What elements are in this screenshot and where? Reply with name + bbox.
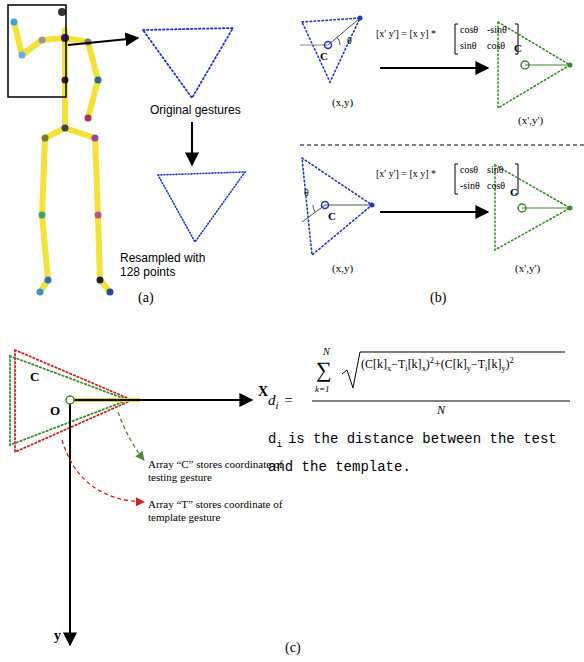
rotation-formula: [x' y'] = [x y] * bbox=[376, 168, 436, 180]
matrix-entry: -sinθ bbox=[460, 180, 480, 192]
coordinate-label: (x',y') bbox=[515, 262, 540, 275]
start-point bbox=[568, 206, 573, 211]
centroid-line bbox=[325, 205, 372, 206]
matrix-entry: sinθ bbox=[460, 40, 476, 52]
arrow bbox=[191, 122, 193, 165]
leader bbox=[62, 440, 144, 502]
rotated-gesture bbox=[498, 22, 570, 108]
matrix-bracket bbox=[455, 164, 518, 194]
sum-limit: N bbox=[323, 346, 330, 358]
description-text: d bbox=[268, 431, 276, 447]
matrix-entry: cosθ bbox=[460, 24, 478, 36]
centroid bbox=[518, 204, 526, 212]
arrow bbox=[68, 38, 138, 45]
formula-subscript: x bbox=[422, 364, 426, 373]
formula-term: +(C[k] bbox=[434, 357, 467, 371]
array-note: Array “T” stores coordinate of template … bbox=[148, 498, 298, 523]
coordinate-label: (x',y') bbox=[518, 114, 543, 127]
sum-sign: ∑ bbox=[316, 357, 332, 382]
gesture bbox=[302, 18, 360, 82]
centroid-line bbox=[522, 207, 570, 208]
centroid bbox=[325, 42, 332, 49]
array-note: Array “C” stores coordinate of testing g… bbox=[148, 458, 298, 483]
start-point bbox=[358, 16, 363, 21]
formula-subscript: x bbox=[387, 364, 391, 373]
formula-term: −T bbox=[471, 357, 485, 371]
leader bbox=[118, 412, 144, 460]
angle-label: θ bbox=[347, 35, 352, 47]
original-gesture bbox=[143, 28, 233, 98]
arrow bbox=[380, 67, 488, 69]
gesture-caption: Resampled with 128 points bbox=[120, 252, 220, 280]
start-point bbox=[370, 203, 375, 208]
panel-label: (a) bbox=[138, 290, 154, 306]
formula-group: (C[k]x−Ti[k]x)2+(C[k]y−Ti[k]y)2 bbox=[361, 356, 514, 374]
centroid-label: C bbox=[510, 186, 518, 199]
centroid-label: C bbox=[328, 210, 336, 223]
coordinate-label: (x,y) bbox=[332, 262, 353, 275]
matrix-entry: cosθ bbox=[460, 164, 478, 176]
centroid-label: C bbox=[514, 42, 522, 55]
arrow bbox=[380, 211, 488, 213]
angle-line bbox=[302, 205, 325, 222]
angle-arc bbox=[313, 205, 315, 212]
angle-label: θ bbox=[304, 187, 309, 199]
x-axis bbox=[70, 399, 252, 401]
matrix-entry: cosθ bbox=[487, 40, 505, 52]
formula-subscript: i bbox=[485, 364, 487, 373]
centroid-line bbox=[328, 18, 360, 45]
formula-denominator: N bbox=[437, 404, 445, 418]
formula-term: [k] bbox=[487, 357, 501, 371]
formula-term: ) bbox=[506, 357, 510, 371]
separator bbox=[300, 145, 584, 146]
centroid-line bbox=[525, 64, 570, 65]
panel-label: (c) bbox=[285, 640, 301, 656]
centroid bbox=[322, 202, 329, 209]
axis-label: X bbox=[258, 384, 268, 400]
matrix-entry: sinθ bbox=[487, 164, 503, 176]
origin bbox=[66, 396, 74, 404]
formula-subscript: i bbox=[405, 364, 407, 373]
radical-sign bbox=[342, 352, 565, 388]
formula-symbol: = bbox=[284, 392, 292, 408]
centroid-label: C bbox=[30, 370, 39, 385]
coordinate-label: (x,y) bbox=[332, 96, 353, 109]
centroid bbox=[521, 61, 529, 69]
axis-label: y bbox=[54, 628, 61, 644]
formula-exponent: 2 bbox=[430, 356, 434, 365]
panel-label: (b) bbox=[430, 290, 446, 306]
hand-box bbox=[8, 5, 66, 97]
formula-subscript: i bbox=[276, 400, 279, 411]
start-point bbox=[568, 63, 573, 68]
formula-group: di = bbox=[268, 391, 293, 413]
rotation-formula: [x' y'] = [x y] * bbox=[376, 28, 436, 40]
description-text: i bbox=[276, 439, 282, 450]
formula-symbol: d bbox=[268, 392, 276, 408]
matrix-entry: cosθ bbox=[487, 180, 505, 192]
rotated-gesture bbox=[495, 165, 570, 250]
centroid-label: C bbox=[320, 50, 328, 63]
skeleton bbox=[14, 22, 110, 292]
gesture bbox=[302, 158, 372, 255]
sum-limit: k=1 bbox=[315, 384, 330, 394]
formula-subscript: y bbox=[501, 364, 505, 373]
formula-exponent: 2 bbox=[510, 356, 514, 365]
formula-term: −T bbox=[391, 357, 405, 371]
resampled-gesture bbox=[158, 172, 245, 242]
angle-arc bbox=[337, 37, 340, 45]
formula-term: ) bbox=[426, 357, 430, 371]
y-axis bbox=[69, 400, 71, 645]
formula-term: (C[k] bbox=[361, 357, 387, 371]
skeleton-joints bbox=[11, 8, 114, 296]
origin-label: O bbox=[50, 404, 60, 419]
matrix-entry: -sinθ bbox=[487, 24, 507, 36]
fraction-bar bbox=[312, 401, 570, 402]
formula-group: diis the distance between the test and t… bbox=[268, 428, 573, 478]
description-text: is the distance between the test and the… bbox=[268, 431, 557, 475]
gesture-caption: Original gestures bbox=[150, 104, 241, 118]
formula-subscript: y bbox=[467, 364, 471, 373]
formula-term: [k] bbox=[408, 357, 422, 371]
